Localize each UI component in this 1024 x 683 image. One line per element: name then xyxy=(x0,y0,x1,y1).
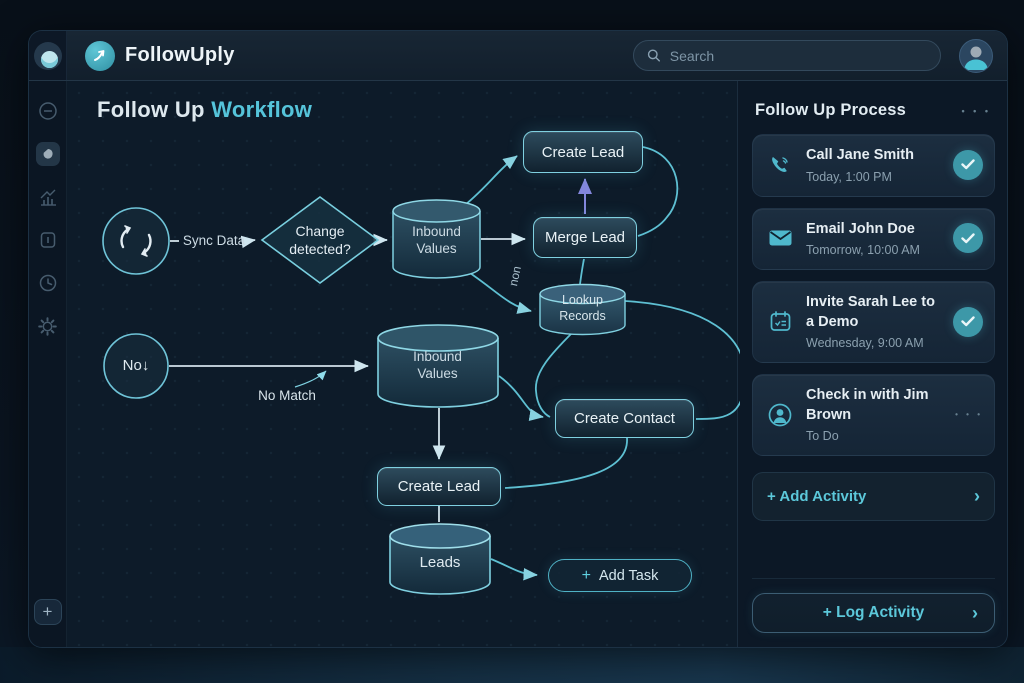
flow-node-create-lead-bottom[interactable]: Create Lead xyxy=(377,467,501,506)
chevron-right-icon: › xyxy=(972,602,978,623)
chevron-right-icon: › xyxy=(974,486,980,507)
add-task-button[interactable]: + Add Task xyxy=(548,559,692,592)
card-icon[interactable] xyxy=(36,228,60,252)
person-avatar-icon xyxy=(964,46,988,70)
task-card-call[interactable]: Call Jane Smith Today, 1:00 PM xyxy=(752,134,995,197)
add-activity-button[interactable]: + Add Activity › xyxy=(752,472,995,522)
left-rail: + xyxy=(29,81,67,647)
task-menu-button[interactable]: • • • xyxy=(955,410,983,420)
task-subtitle: Wednesday, 9:00 AM xyxy=(806,336,924,351)
home-icon xyxy=(33,41,62,70)
search-input[interactable] xyxy=(669,47,927,64)
chart-icon[interactable] xyxy=(36,185,60,209)
task-card-checkin[interactable]: Check in with Jim Brown To Do • • • xyxy=(752,374,995,457)
gear-icon[interactable] xyxy=(36,314,60,338)
user-avatar[interactable] xyxy=(959,38,993,73)
rail-add-button[interactable]: + xyxy=(33,599,62,625)
no-circle-label: No↓ xyxy=(122,357,150,374)
task-subtitle: Tomorrow, 10:00 AM xyxy=(806,243,920,258)
check-icon[interactable] xyxy=(953,306,983,337)
flow-node-merge-lead[interactable]: Merge Lead xyxy=(533,217,637,258)
search-icon xyxy=(647,49,661,62)
task-subtitle: To Do xyxy=(806,429,839,444)
task-title: Email John Doe xyxy=(806,220,915,237)
minus-circle-icon[interactable] xyxy=(36,99,60,123)
home-button[interactable] xyxy=(29,31,67,80)
email-icon xyxy=(765,228,795,248)
task-title: Invite Sarah Lee to a Demo xyxy=(806,294,935,330)
search-bar[interactable] xyxy=(633,40,941,71)
plus-icon: + xyxy=(822,604,832,621)
person-icon xyxy=(765,402,795,428)
no-match-label: No Match xyxy=(258,388,316,403)
app-window: FollowUply xyxy=(28,30,1008,648)
check-icon[interactable] xyxy=(953,149,983,180)
inbox-tile-icon[interactable] xyxy=(35,142,60,166)
log-activity-button[interactable]: + Log Activity › xyxy=(752,593,995,633)
app-title: FollowUply xyxy=(125,44,235,66)
task-card-email[interactable]: Email John Doe Tomorrow, 10:00 AM xyxy=(752,207,995,271)
clock-icon[interactable] xyxy=(36,271,60,295)
logo-icon xyxy=(85,40,115,71)
topbar: FollowUply xyxy=(29,31,1007,81)
calendar-icon xyxy=(765,310,795,333)
task-title: Check in with Jim Brown xyxy=(806,387,929,423)
inbound-values-2-label: Inbound Values xyxy=(413,349,462,381)
lookup-records-label: Lookup Records xyxy=(559,293,606,323)
follow-up-process-panel: Follow Up Process • • • Call Jane Smith xyxy=(737,81,1007,647)
phone-icon xyxy=(765,153,795,177)
sync-data-label: Sync Data xyxy=(182,233,246,248)
task-card-invite[interactable]: Invite Sarah Lee to a Demo Wednesday, 9:… xyxy=(752,281,995,364)
check-icon[interactable] xyxy=(953,223,983,254)
flow-node-create-contact[interactable]: Create Contact xyxy=(555,399,694,438)
change-detected-label: Change detected? xyxy=(289,223,351,257)
flow-connectors xyxy=(102,146,740,595)
flow-node-create-lead-top[interactable]: Create Lead xyxy=(523,131,643,173)
plus-icon: + xyxy=(581,566,591,584)
inbound-values-1-label: Inbound Values xyxy=(412,224,461,256)
brand[interactable]: FollowUply xyxy=(67,40,235,71)
plus-icon: + xyxy=(767,488,776,506)
task-subtitle: Today, 1:00 PM xyxy=(806,169,892,184)
task-title: Call Jane Smith xyxy=(806,147,914,163)
workflow-canvas: Follow Up Workflow xyxy=(67,81,740,647)
panel-menu-button[interactable]: • • • xyxy=(961,105,991,116)
desk-reflection xyxy=(0,647,1024,683)
page-title: Follow Up Workflow xyxy=(97,97,313,122)
leads-label: Leads xyxy=(419,554,461,571)
panel-title: Follow Up Process xyxy=(755,101,907,119)
